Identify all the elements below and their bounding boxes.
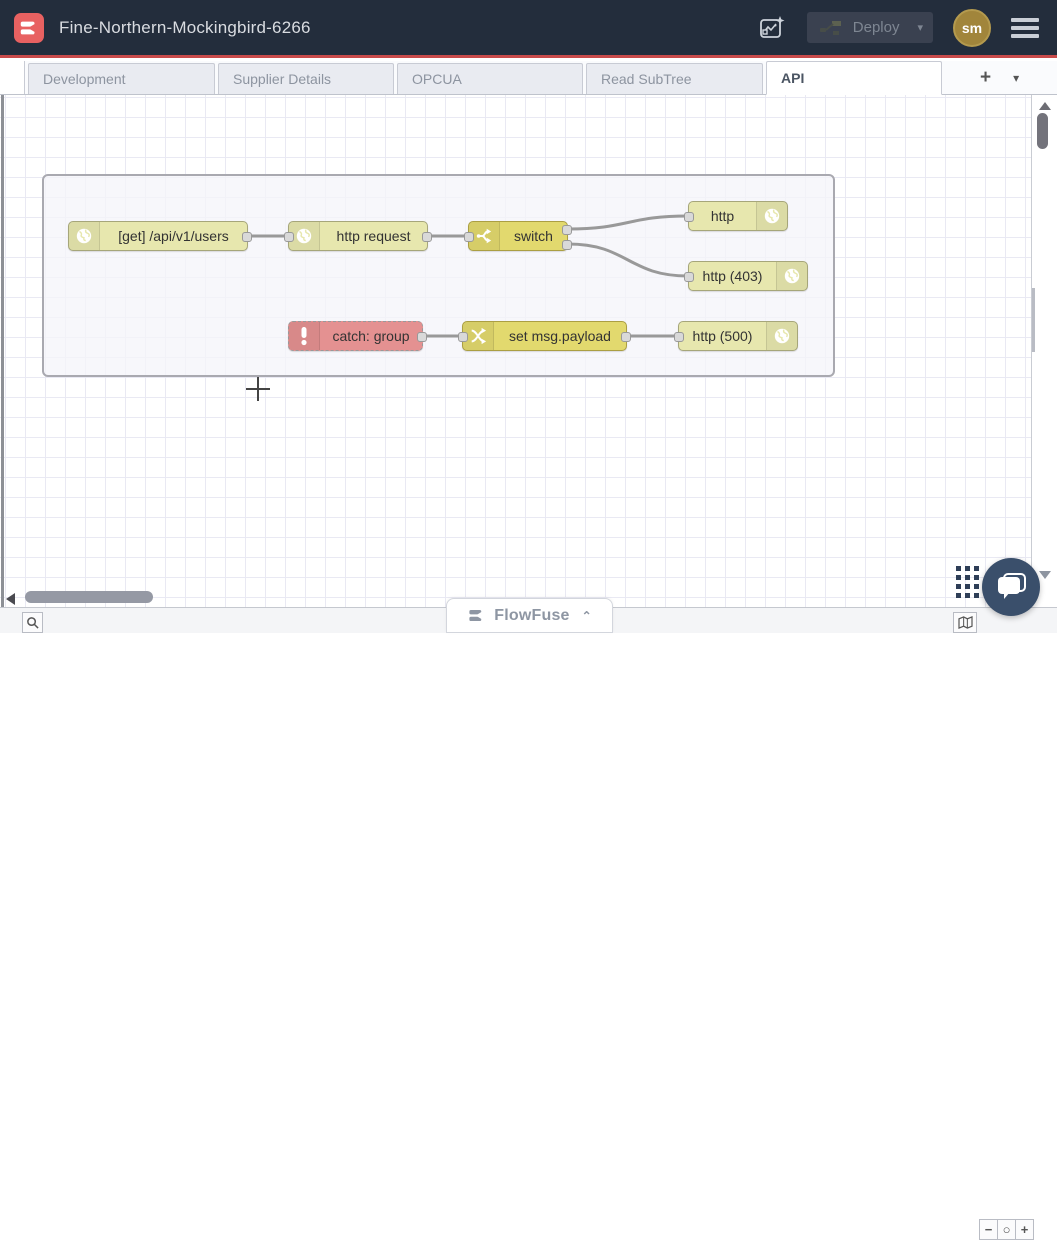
flow-node[interactable]: switch xyxy=(464,221,572,251)
chat-launcher-button[interactable] xyxy=(982,558,1040,616)
input-port[interactable] xyxy=(464,232,474,242)
input-port[interactable] xyxy=(684,272,694,282)
search-flows-button[interactable] xyxy=(22,612,43,633)
flowfuse-logo-icon xyxy=(20,21,37,34)
zoom-reset-button[interactable]: ○ xyxy=(997,1219,1016,1240)
input-port[interactable] xyxy=(684,212,694,222)
input-port[interactable] xyxy=(458,332,468,342)
instance-title: Fine-Northern-Mockingbird-6266 xyxy=(59,17,311,37)
globe-icon xyxy=(69,222,100,250)
flow-node[interactable]: [get] /api/v1/users xyxy=(68,221,252,251)
output-port[interactable] xyxy=(417,332,427,342)
output-port[interactable] xyxy=(621,332,631,342)
zoom-out-button[interactable]: − xyxy=(979,1219,998,1240)
node-label: http (500) xyxy=(692,328,753,344)
tab-opcua[interactable]: OPCUA xyxy=(397,63,583,94)
ai-assistant-button[interactable] xyxy=(757,13,787,43)
user-avatar[interactable]: sm xyxy=(953,8,991,47)
search-icon xyxy=(27,617,39,629)
scroll-left-arrow[interactable] xyxy=(6,593,15,605)
switch-icon xyxy=(469,222,500,250)
node-label: [get] /api/v1/users xyxy=(118,228,229,244)
flow-node[interactable]: http (500) xyxy=(674,321,798,351)
tabbar-left-spacer xyxy=(0,61,25,94)
flowfuse-badge-label: FlowFuse xyxy=(494,606,570,624)
globe-icon xyxy=(289,222,320,250)
workspace-tabbar: Development Supplier Details OPCUA Read … xyxy=(0,61,1057,95)
output-port[interactable] xyxy=(562,240,572,250)
sidebar-splitter[interactable] xyxy=(1032,288,1035,352)
vertical-scrollbar[interactable] xyxy=(1031,95,1057,607)
tab-read-subtree[interactable]: Read SubTree xyxy=(586,63,763,94)
node-label: catch: group xyxy=(332,328,410,344)
flowfuse-badge[interactable]: FlowFuse ⌃ xyxy=(446,598,613,633)
map-icon xyxy=(957,616,973,629)
flowfuse-badge-icon xyxy=(469,609,484,622)
globe-icon xyxy=(776,262,807,290)
change-icon xyxy=(463,322,494,350)
output-port[interactable] xyxy=(562,225,572,235)
output-port[interactable] xyxy=(242,232,252,242)
scroll-up-arrow[interactable] xyxy=(1039,102,1051,110)
flow-node[interactable]: http request xyxy=(284,221,432,251)
flow-list-caret[interactable]: ▾ xyxy=(1013,70,1020,85)
node-label: http xyxy=(710,208,735,224)
flow-sparkle-icon xyxy=(759,15,785,38)
node-label: switch xyxy=(514,228,553,244)
flow-canvas[interactable]: [get] /api/v1/users http request switch htt… xyxy=(0,95,1057,607)
deploy-label: Deploy xyxy=(852,19,900,36)
flowfuse-badge-chevron: ⌃ xyxy=(581,608,592,623)
flow-node[interactable]: http xyxy=(684,201,788,231)
flow-node[interactable]: http (403) xyxy=(684,261,808,291)
toggle-navigator-button[interactable] xyxy=(953,612,977,633)
main-menu-button[interactable] xyxy=(1011,17,1039,38)
flow-node[interactable]: catch: group xyxy=(288,321,427,351)
deploy-button[interactable]: Deploy ▾ xyxy=(806,12,933,43)
globe-icon xyxy=(756,202,787,230)
hamburger-icon xyxy=(1011,17,1039,22)
globe-icon xyxy=(766,322,797,350)
node-label: set msg.payload xyxy=(509,328,611,344)
header-bar: Fine-Northern-Mockingbird-6266 Deploy ▾ … xyxy=(0,0,1057,58)
exclamation-icon xyxy=(289,322,320,350)
input-port[interactable] xyxy=(674,332,684,342)
hscroll-thumb[interactable] xyxy=(25,591,153,603)
deploy-icon xyxy=(819,20,841,35)
flowfuse-logo[interactable] xyxy=(14,12,44,43)
zoom-in-button[interactable]: + xyxy=(1015,1219,1034,1240)
palette-edge xyxy=(1,95,4,607)
widget-drag-dots xyxy=(956,566,979,598)
output-port[interactable] xyxy=(422,232,432,242)
crosshair-cursor xyxy=(246,377,270,401)
node-label: http request xyxy=(336,228,411,244)
add-flow-button[interactable]: + xyxy=(980,66,992,88)
flow-node[interactable]: set msg.payload xyxy=(458,321,631,351)
vscroll-thumb[interactable] xyxy=(1037,113,1048,149)
scroll-down-arrow[interactable] xyxy=(1039,571,1051,579)
deploy-options-caret[interactable]: ▾ xyxy=(917,22,923,34)
tab-supplier-details[interactable]: Supplier Details xyxy=(218,63,394,94)
tab-development[interactable]: Development xyxy=(28,63,215,94)
node-label: http (403) xyxy=(702,268,763,284)
input-port[interactable] xyxy=(284,232,294,242)
tab-api[interactable]: API xyxy=(766,61,942,95)
chat-bubble-icon xyxy=(998,573,1026,599)
